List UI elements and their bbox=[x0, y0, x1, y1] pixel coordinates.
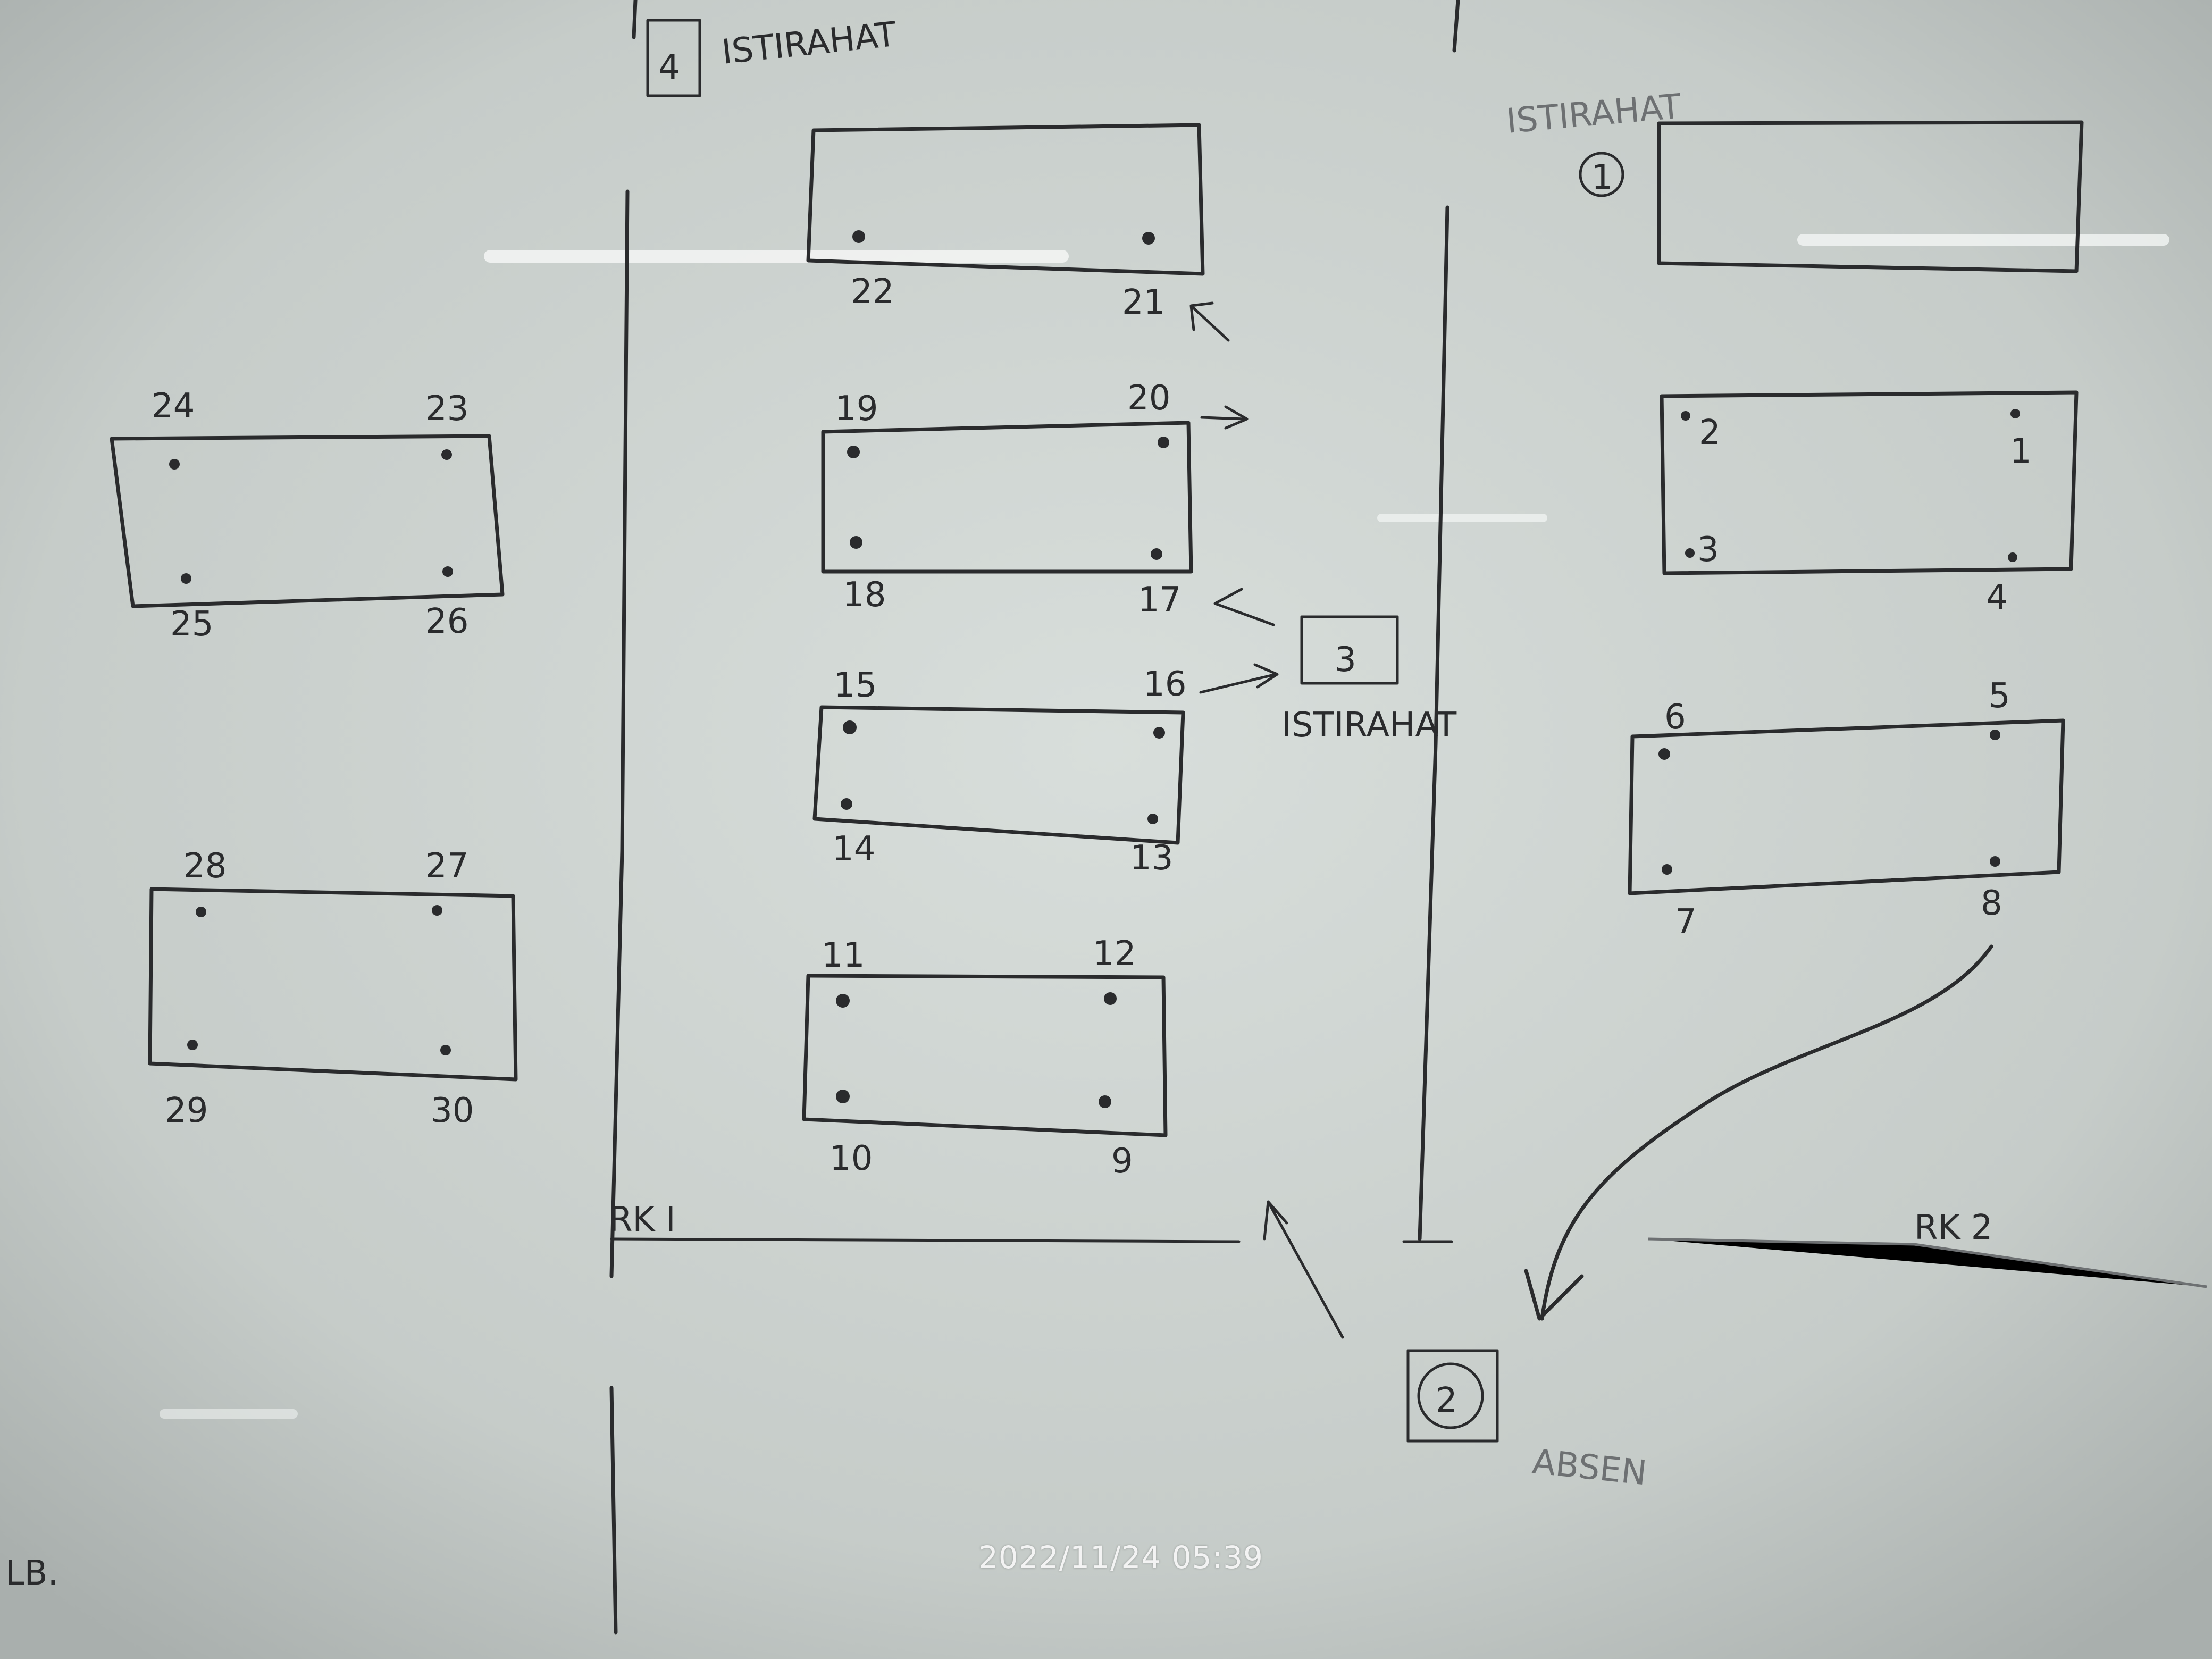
table-27-30 bbox=[148, 887, 518, 1082]
glare-right bbox=[1797, 234, 2169, 246]
seat-number-8: 8 bbox=[1981, 884, 2002, 923]
seat-number-6: 6 bbox=[1664, 698, 1686, 737]
arrow-17 bbox=[1213, 588, 1275, 626]
seat-number-30: 30 bbox=[431, 1091, 474, 1130]
seat-number-12: 12 bbox=[1093, 934, 1136, 974]
seat-dots bbox=[169, 230, 2020, 1108]
badge-3-number: 3 bbox=[1335, 640, 1356, 680]
table-21-22 bbox=[806, 123, 1205, 276]
seat-number-10: 10 bbox=[830, 1139, 873, 1178]
badge-4-box bbox=[646, 19, 701, 97]
seat-number-9: 9 bbox=[1111, 1142, 1133, 1181]
seat-number-19: 19 bbox=[835, 389, 878, 429]
label-istirahat-mid: ISTIRAHAT bbox=[1281, 706, 1457, 745]
seat-number-23: 23 bbox=[425, 389, 468, 429]
seat-number-27: 27 bbox=[425, 847, 468, 886]
arrow-16 bbox=[1199, 663, 1279, 694]
seat-number-17: 17 bbox=[1138, 581, 1181, 620]
seat-number-21: 21 bbox=[1122, 283, 1165, 322]
label-lb: LB. bbox=[5, 1554, 58, 1593]
rk1-line bbox=[610, 1237, 1241, 1243]
label-rk1: RK I bbox=[609, 1200, 676, 1239]
table-9-12 bbox=[802, 974, 1168, 1137]
photo-timestamp: 2022/11/24 05:39 bbox=[978, 1539, 1263, 1576]
badge-3-box bbox=[1300, 615, 1399, 685]
table-13-16 bbox=[812, 705, 1185, 845]
seat-numbers: 1 2 3 4 5 6 7 8 9 10 11 12 13 14 15 16 1… bbox=[152, 272, 2032, 1181]
arrow-8-to-absen bbox=[1524, 944, 1993, 1321]
seat-number-14: 14 bbox=[832, 830, 875, 869]
label-rk2: RK 2 bbox=[1914, 1208, 1993, 1247]
seat-number-22: 22 bbox=[851, 272, 894, 312]
seat-number-16: 16 bbox=[1143, 665, 1186, 704]
table-17-20 bbox=[821, 421, 1193, 574]
badge-2-circle bbox=[1417, 1362, 1484, 1429]
seat-number-25: 25 bbox=[170, 605, 213, 644]
table-5-8 bbox=[1628, 718, 2065, 895]
table-1-4 bbox=[1660, 390, 2079, 575]
seat-number-20: 20 bbox=[1127, 379, 1170, 418]
table-right-top bbox=[1657, 120, 2084, 273]
top-tick-left bbox=[632, 0, 638, 39]
seat-number-4: 4 bbox=[1986, 578, 2008, 617]
seat-number-13: 13 bbox=[1130, 839, 1173, 878]
glare-top bbox=[484, 250, 1069, 263]
rk2-line bbox=[1648, 1237, 2207, 1288]
seat-number-1: 1 bbox=[2010, 432, 2032, 471]
arrow-absen-up bbox=[1263, 1200, 1344, 1339]
seat-number-3: 3 bbox=[1697, 530, 1719, 569]
badge-4-number: 4 bbox=[658, 48, 680, 87]
seat-number-24: 24 bbox=[152, 387, 195, 426]
arrow-21 bbox=[1189, 301, 1230, 342]
seat-number-29: 29 bbox=[165, 1091, 208, 1130]
glare-mid bbox=[1377, 514, 1547, 522]
seat-number-26: 26 bbox=[425, 602, 468, 641]
aisle-line-left-lower bbox=[609, 1386, 618, 1635]
top-tick-right bbox=[1452, 0, 1460, 53]
seat-number-18: 18 bbox=[843, 575, 886, 615]
aisle-line-right bbox=[1418, 205, 1449, 1241]
seat-number-28: 28 bbox=[183, 847, 227, 886]
seat-number-7: 7 bbox=[1675, 902, 1697, 942]
seat-number-5: 5 bbox=[1989, 676, 2010, 716]
seat-number-11: 11 bbox=[822, 936, 865, 975]
glare-left bbox=[160, 1409, 298, 1419]
badge-2-box bbox=[1406, 1349, 1499, 1443]
badge-2-number: 2 bbox=[1436, 1381, 1457, 1420]
aisle-line-left bbox=[609, 189, 630, 1278]
table-23-26 bbox=[110, 434, 505, 608]
badge-1-circle bbox=[1579, 152, 1624, 197]
badge-1-number: 1 bbox=[1591, 158, 1613, 197]
seat-number-2: 2 bbox=[1699, 413, 1721, 453]
seat-number-15: 15 bbox=[834, 666, 877, 705]
arrow-20 bbox=[1200, 405, 1249, 430]
